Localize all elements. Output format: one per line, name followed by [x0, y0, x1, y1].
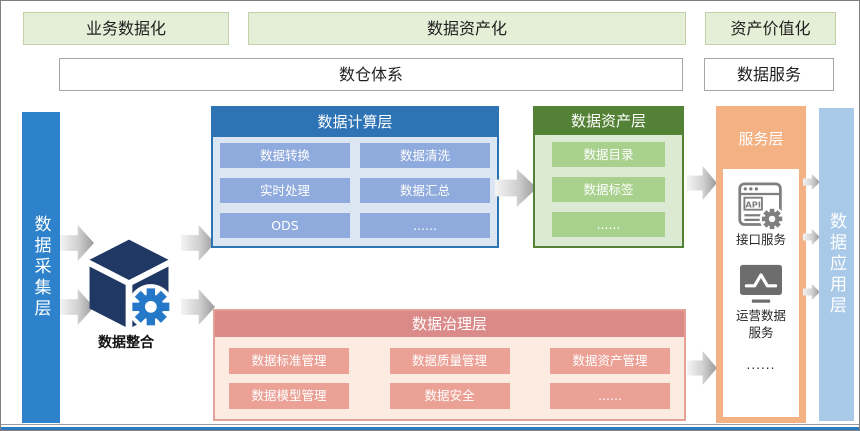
data-computing-layer-title: 数据计算层 — [213, 108, 497, 137]
data-asset-layer: 数据资产层 数据目录 数据标签 ...... — [533, 106, 684, 248]
service-layer-body: API 接口服务 — [723, 169, 799, 417]
data-computing-layer: 数据计算层 数据转换 数据清洗 实时处理 数据汇总 ODS ...... — [211, 106, 499, 248]
computing-item: 实时处理 — [220, 178, 350, 203]
governance-item: ...... — [550, 383, 670, 409]
asset-item: 数据目录 — [552, 142, 665, 167]
arrow-integration-to-computing — [181, 225, 215, 261]
data-application-layer-label: 数据应用层 — [826, 212, 846, 317]
computing-item: ODS — [220, 213, 350, 238]
arrow-governance-to-service — [687, 351, 717, 385]
data-collection-layer-label: 数据采集层 — [30, 215, 51, 320]
data-governance-layer-title: 数据治理层 — [215, 311, 684, 337]
cube-gear-icon — [87, 237, 174, 333]
monitor-chart-icon — [740, 264, 782, 303]
governance-item: 数据标准管理 — [229, 348, 349, 374]
phase-data-assetization: 数据资产化 — [248, 12, 686, 45]
bottom-gray-divider — [1, 424, 859, 425]
data-collection-layer-bar: 数据采集层 — [22, 112, 60, 423]
computing-item: 数据汇总 — [360, 178, 490, 203]
governance-item: 数据模型管理 — [229, 383, 349, 409]
asset-item: ...... — [552, 212, 665, 237]
arrow-asset-to-service — [687, 166, 717, 200]
box-data-warehouse-system: 数仓体系 — [59, 58, 683, 91]
service-layer: 服务层 API — [716, 106, 806, 423]
service-more-ellipsis: ...... — [746, 357, 776, 372]
computing-item: ...... — [360, 213, 490, 238]
governance-item: 数据资产管理 — [550, 348, 670, 374]
box-data-service: 数据服务 — [704, 58, 834, 91]
service-layer-title: 服务层 — [738, 130, 784, 148]
asset-item: 数据标签 — [552, 177, 665, 202]
bottom-blue-line — [1, 427, 859, 430]
data-governance-layer: 数据治理层 数据标准管理 数据质量管理 数据资产管理 数据模型管理 数据安全 .… — [213, 309, 686, 421]
integration-label: 数据整合 — [98, 335, 154, 351]
api-icon-text: API — [745, 199, 761, 209]
api-browser-gear-icon: API — [738, 182, 785, 232]
arrow-computing-to-asset — [495, 169, 537, 207]
data-application-layer-bar: 数据应用层 — [819, 108, 854, 421]
arrow-integration-to-governance — [181, 289, 215, 325]
data-asset-layer-title: 数据资产层 — [535, 108, 682, 135]
interface-service-label: 接口服务 — [735, 232, 786, 247]
governance-item: 数据质量管理 — [389, 348, 510, 374]
computing-item: 数据清洗 — [360, 143, 490, 168]
phase-asset-valorization: 资产价值化 — [705, 12, 836, 45]
operations-data-service-label: 运营数据服务 — [735, 307, 786, 340]
computing-item: 数据转换 — [220, 143, 350, 168]
phase-business-datafication: 业务数据化 — [23, 12, 229, 45]
governance-item: 数据安全 — [389, 383, 510, 409]
